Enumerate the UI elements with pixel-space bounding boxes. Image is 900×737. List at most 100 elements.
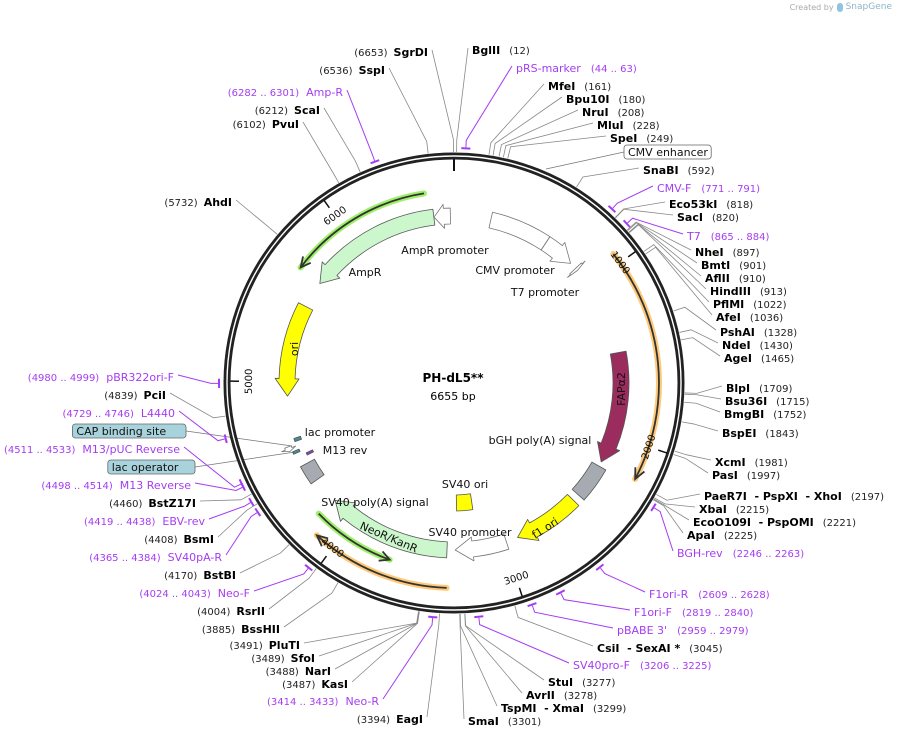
enzyme-site-label[interactable]: AgeI(1465) [724,352,794,365]
enzyme-site-label[interactable]: BspEI(1843) [722,427,799,440]
enzyme-site-label[interactable]: XcmI(1981) [715,456,788,469]
enzyme-site-label[interactable]: NdeI(1430) [722,339,793,352]
primer-m13-puc-reverse[interactable]: (4511 .. 4533)M13/pUC Reverse [4,443,180,456]
enzyme-site-label[interactable]: Bsu36I(1715) [725,395,810,408]
enzyme-site-label[interactable]: SnaBI(592) [643,164,715,177]
enzyme-site-label[interactable]: (4170)BstBI [164,569,236,582]
enzyme-site-label[interactable]: (6653)SgrDI [354,46,428,59]
enzyme-position: (1465) [761,354,794,365]
feature-cmv-promoter[interactable] [540,236,571,264]
enzyme-site-label[interactable]: Eco53kI(818) [669,198,753,211]
enzyme-site-label[interactable]: EcoO109I - PspOMI(2221) [693,516,856,529]
primer-f1ori-f[interactable]: F1ori-F(2819 .. 2840) [634,606,753,619]
enzyme-name: Eco53kI [669,198,717,211]
feature-sv40-promoter[interactable] [454,533,510,562]
enzyme-site-label[interactable]: (4408)BsmI [144,533,214,546]
enzyme-site-label[interactable]: (3394)EagI [357,713,423,726]
primer-bgh-rev[interactable]: BGH-rev(2246 .. 2263) [677,547,804,560]
primer-range: (4419 .. 4438) [84,517,156,528]
enzyme-site-label[interactable]: AfeI(1036) [716,311,783,324]
enzyme-site-label[interactable]: (4004)RsrII [197,605,265,618]
primer-f1ori-r[interactable]: F1ori-R(2609 .. 2628) [649,588,770,601]
feature-callout-cmv-enhancer[interactable]: CMV enhancer [623,144,712,160]
enzyme-site-label[interactable]: PshAI(1328) [720,326,797,339]
enzyme-site-label[interactable]: SacI(820) [677,211,739,224]
enzyme-site-label[interactable]: (3489)SfoI [251,652,315,665]
primer-l4440[interactable]: (4729 .. 4746)L4440 [62,407,175,420]
enzyme-site-label[interactable]: PflMI(1022) [713,298,787,311]
svg-text:T7(865 .. 884): T7(865 .. 884) [686,230,770,243]
enzyme-site-label[interactable]: MluI(228) [597,119,660,132]
feature-ampr[interactable] [319,208,436,284]
primer-pbabe-3-[interactable]: pBABE 3'(2959 .. 2979) [617,624,749,637]
enzyme-position: (4839) [104,391,137,402]
primer-neo-r[interactable]: (3414 .. 3433)Neo-R [267,695,379,708]
enzyme-site-label[interactable]: HindIII(913) [710,285,787,298]
enzyme-site-label[interactable]: BglII(12) [472,44,530,57]
feature-lac-operator[interactable] [292,448,301,455]
feature-ampr-promoter[interactable] [433,203,451,229]
enzyme-site-label[interactable]: (4460)BstZ17I [109,497,196,510]
enzyme-site-label[interactable]: (6102)PvuI [233,118,299,131]
primer-cmv-f[interactable]: CMV-F(771 .. 791) [657,182,760,195]
orf-arc[interactable] [297,190,427,271]
primer-neo-f[interactable]: (4024 .. 4043)Neo-F [139,587,250,600]
enzyme-site-label[interactable]: BlpI(1709) [726,382,792,395]
feature-sv40-ori[interactable] [455,493,474,512]
feature-m13-rev[interactable] [305,449,314,456]
feature-ori[interactable] [274,302,314,397]
feature-lac-promoter[interactable] [281,445,296,453]
feature-t7-promoter[interactable] [567,260,586,278]
enzyme-site-label[interactable]: ApaI(2225) [687,529,757,542]
feature-label: AmpR promoter [401,244,489,257]
enzyme-position: (913) [760,287,787,298]
enzyme-site-label[interactable]: StuI(3277) [548,676,615,689]
feature-fap-2[interactable] [597,350,630,463]
enzyme-site-label[interactable]: (3487)KasI [282,678,348,691]
enzyme-site-label[interactable]: NheI(897) [695,246,760,259]
orf-arc[interactable] [313,532,450,591]
orf-arc[interactable] [610,251,662,482]
primer-ebv-rev[interactable]: (4419 .. 4438)EBV-rev [84,515,205,528]
enzyme-site-label[interactable]: (3885)BssHII [202,623,280,636]
primer-prs-marker[interactable]: pRS-marker(44 .. 63) [516,62,637,75]
feature-callout-lac-operator[interactable]: lac operator [107,459,196,475]
enzyme-site-label[interactable]: Bpu10I(180) [566,93,645,106]
orf-arc[interactable] [315,510,393,563]
feature-f1-ori[interactable] [517,494,580,541]
enzyme-site-label[interactable]: NruI(208) [582,106,645,119]
enzyme-site-label[interactable]: SmaI(3301) [468,715,541,728]
enzyme-position: (161) [584,82,611,93]
enzyme-site-label[interactable]: CsiI - SexAI *(3045) [597,642,723,655]
enzyme-site-label[interactable]: MfeI(161) [548,80,611,93]
enzyme-site-label[interactable]: AvrII(3278) [526,689,597,702]
enzyme-site-label[interactable]: (6536)SspI [319,64,385,77]
primer-pbr322ori-f[interactable]: (4980 .. 4999)pBR322ori-F [28,371,174,384]
enzyme-site-label[interactable]: (5732)AhdI [164,196,232,209]
primer-sv40pa-r[interactable]: (4365 .. 4384)SV40pA-R [89,551,222,564]
enzyme-site-label[interactable]: PaeR7I - PspXI - XhoI(2197) [704,490,884,503]
enzyme-site-label[interactable]: AflII(910) [705,272,766,285]
enzyme-site-label[interactable]: (4839)PciI [104,389,166,402]
enzyme-site-label[interactable]: (3491)PluTI [229,639,300,652]
enzyme-site-label[interactable]: BmgBI(1752) [724,408,807,421]
feature-neor-kanr[interactable] [334,499,448,559]
feature-callout-cap-binding-site[interactable]: CAP binding site [72,423,187,439]
primer-name: M13 Reverse [120,479,191,492]
enzyme-site-label[interactable]: (6212)ScaI [255,104,320,117]
enzyme-site-label[interactable]: TspMI - XmaI(3299) [501,702,626,715]
enzyme-site-label[interactable]: SpeI(249) [610,132,673,145]
enzyme-site-label[interactable]: BmtI(901) [701,259,766,272]
primer-amp-r[interactable]: (6282 .. 6301)Amp-R [228,86,344,99]
enzyme-site-label[interactable]: XbaI(2215) [699,503,769,516]
primer-t7[interactable]: T7(865 .. 884) [686,230,770,243]
enzyme-site-label[interactable]: PasI(1997) [712,469,780,482]
feature-cmv-enhancer[interactable] [488,211,551,251]
feature-sv40-poly-a-signal[interactable] [299,458,325,485]
enzyme-site-label[interactable]: (3488)NarI [266,665,331,678]
feature-bgh-poly-a-signal[interactable] [571,461,607,501]
feature-cap-binding-site[interactable] [293,435,302,443]
primer-m13-reverse[interactable]: (4498 .. 4514)M13 Reverse [41,479,191,492]
primer-sv40pro-f[interactable]: SV40pro-F(3206 .. 3225) [573,659,712,672]
